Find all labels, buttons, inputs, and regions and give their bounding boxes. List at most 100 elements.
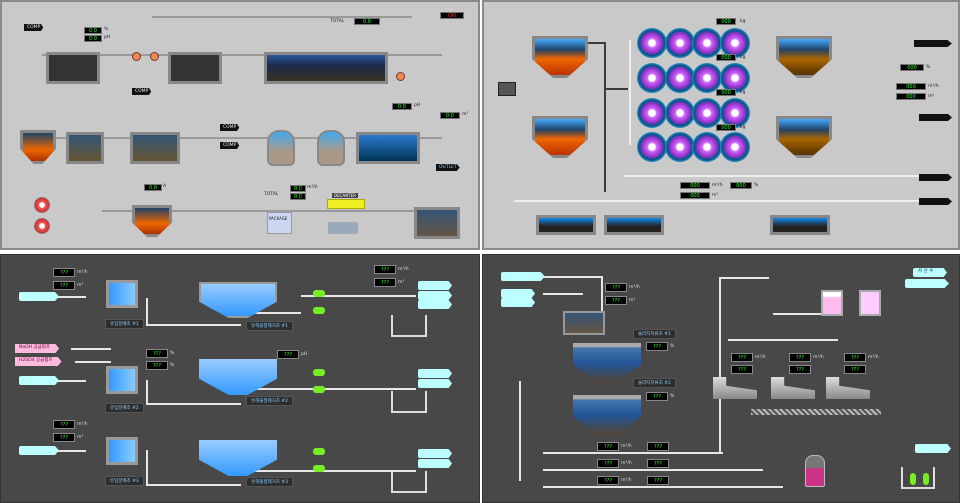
outlet-tag[interactable]	[418, 369, 452, 378]
clarifier-label: 유해물질제거조 #3	[246, 477, 294, 487]
readout: ???	[789, 353, 811, 362]
readout: ???	[374, 265, 396, 274]
bioreactor	[665, 63, 695, 93]
readout: ???	[731, 353, 753, 362]
inlet-tag-1[interactable]	[19, 292, 59, 301]
pump-icon[interactable]	[132, 52, 141, 61]
weight-readout: 000	[716, 18, 736, 25]
outlet-tag[interactable]	[418, 449, 452, 458]
unit-label: %	[170, 363, 175, 368]
outlet-tag[interactable]	[418, 281, 452, 290]
chemical-storage-tank	[805, 455, 825, 487]
outlet-tag[interactable]	[418, 300, 452, 309]
outlet-tag[interactable]	[418, 459, 452, 468]
bioreactor	[692, 98, 722, 128]
package-label: PACKAGE	[269, 216, 288, 221]
unit-label: kg	[740, 90, 746, 95]
readout: ???	[597, 476, 619, 485]
inlet-tag[interactable]	[501, 289, 535, 298]
outlet-tag[interactable]	[919, 198, 952, 205]
blower-1[interactable]	[34, 197, 50, 213]
unit-label: %	[754, 183, 759, 188]
outlet-tag[interactable]	[418, 291, 452, 300]
bioreactor	[720, 63, 750, 93]
readout: ???	[605, 283, 627, 292]
outlet-tag[interactable]	[905, 279, 949, 288]
inlet-tag[interactable]	[501, 298, 535, 307]
pump-icon[interactable]	[910, 473, 916, 485]
pump-icon[interactable]	[923, 473, 929, 485]
sump-pit	[391, 471, 427, 493]
unit-label: A	[163, 184, 167, 189]
unit-label: m³/h	[813, 355, 824, 360]
weight-readout: 000	[716, 124, 736, 131]
unit-label: m³/h	[712, 183, 723, 188]
weight-readout: 000	[716, 89, 736, 96]
filter-vessel-1	[267, 130, 295, 166]
readout: ???	[605, 296, 627, 305]
sump-tank	[414, 207, 460, 239]
readout: 0.0	[290, 185, 306, 192]
pump-icon[interactable]	[313, 290, 325, 297]
unit-label: m³/h	[755, 355, 766, 360]
pump-icon[interactable]	[150, 52, 159, 61]
bioreactor	[637, 98, 667, 128]
h2so4-tag[interactable]: H2SO4 공급펌프	[15, 357, 62, 366]
sump-pit	[901, 467, 935, 489]
outlet-tag[interactable]	[919, 174, 952, 181]
digester-2	[532, 116, 588, 158]
pump-icon[interactable]	[313, 307, 325, 314]
unit-label: m³	[928, 94, 935, 99]
total-label: TOTAL	[264, 192, 279, 197]
readout: 0.0	[290, 193, 306, 200]
bioreactor	[720, 28, 750, 58]
readout: 0.0	[354, 18, 380, 25]
bioreactor	[720, 98, 750, 128]
readout: ???	[53, 281, 75, 290]
pump-icon[interactable]	[313, 386, 325, 393]
readout: ???	[146, 349, 168, 358]
pump-icon[interactable]	[313, 369, 325, 376]
distribution-tank-3	[106, 437, 138, 465]
comp-tag: COMP	[132, 88, 152, 95]
outlet-tag[interactable]	[915, 444, 951, 453]
outlet-tag[interactable]	[919, 114, 952, 121]
dewatering-unit	[826, 377, 870, 399]
seosan-tag[interactable]: 서 산 수	[913, 268, 947, 277]
unit-label: m³/h	[77, 422, 88, 427]
blower-2[interactable]	[34, 218, 50, 234]
readout: ???	[53, 420, 75, 429]
sludge-tank-2	[573, 395, 641, 435]
alarm-readout: ON	[440, 12, 464, 19]
bioreactor	[720, 132, 750, 162]
distribution-tank-1	[106, 280, 138, 308]
unit-label: m³/h	[629, 285, 640, 290]
reactor-tank-1	[66, 132, 104, 164]
naoh-tag[interactable]: NaOH 공급펌프	[15, 344, 60, 353]
unit-label: %	[670, 344, 675, 349]
bioreactor	[692, 28, 722, 58]
unit-label: pH	[104, 35, 111, 40]
sludge-thickener	[132, 205, 172, 237]
unit-label: pH	[414, 103, 421, 108]
unit-label: %	[104, 27, 109, 32]
pump-icon[interactable]	[313, 465, 325, 472]
pump-icon[interactable]	[313, 448, 325, 455]
pump-icon[interactable]	[396, 72, 405, 81]
total-label: TOTAL	[330, 19, 345, 24]
readout: ???	[647, 459, 669, 468]
treated-water-tank	[356, 132, 420, 164]
inlet-tag-2[interactable]	[19, 376, 59, 385]
mix-tank	[859, 290, 881, 316]
sump-pit	[391, 315, 427, 337]
outlet-tag[interactable]	[914, 40, 952, 47]
inlet-tag[interactable]	[501, 272, 545, 281]
bioreactor	[637, 132, 667, 162]
comp-tag: COMP	[220, 142, 240, 149]
inlet-tag-3[interactable]	[19, 446, 59, 455]
outlet-tag[interactable]	[418, 379, 452, 388]
readout: 0.0	[440, 112, 460, 119]
clarifier-label: 유해물질제거조 #2	[246, 396, 294, 406]
sump-1	[536, 215, 596, 235]
process-panel-top-right: 000 kg 000 kg 000 kg 000 kg 000 % 000 m³…	[482, 0, 960, 250]
